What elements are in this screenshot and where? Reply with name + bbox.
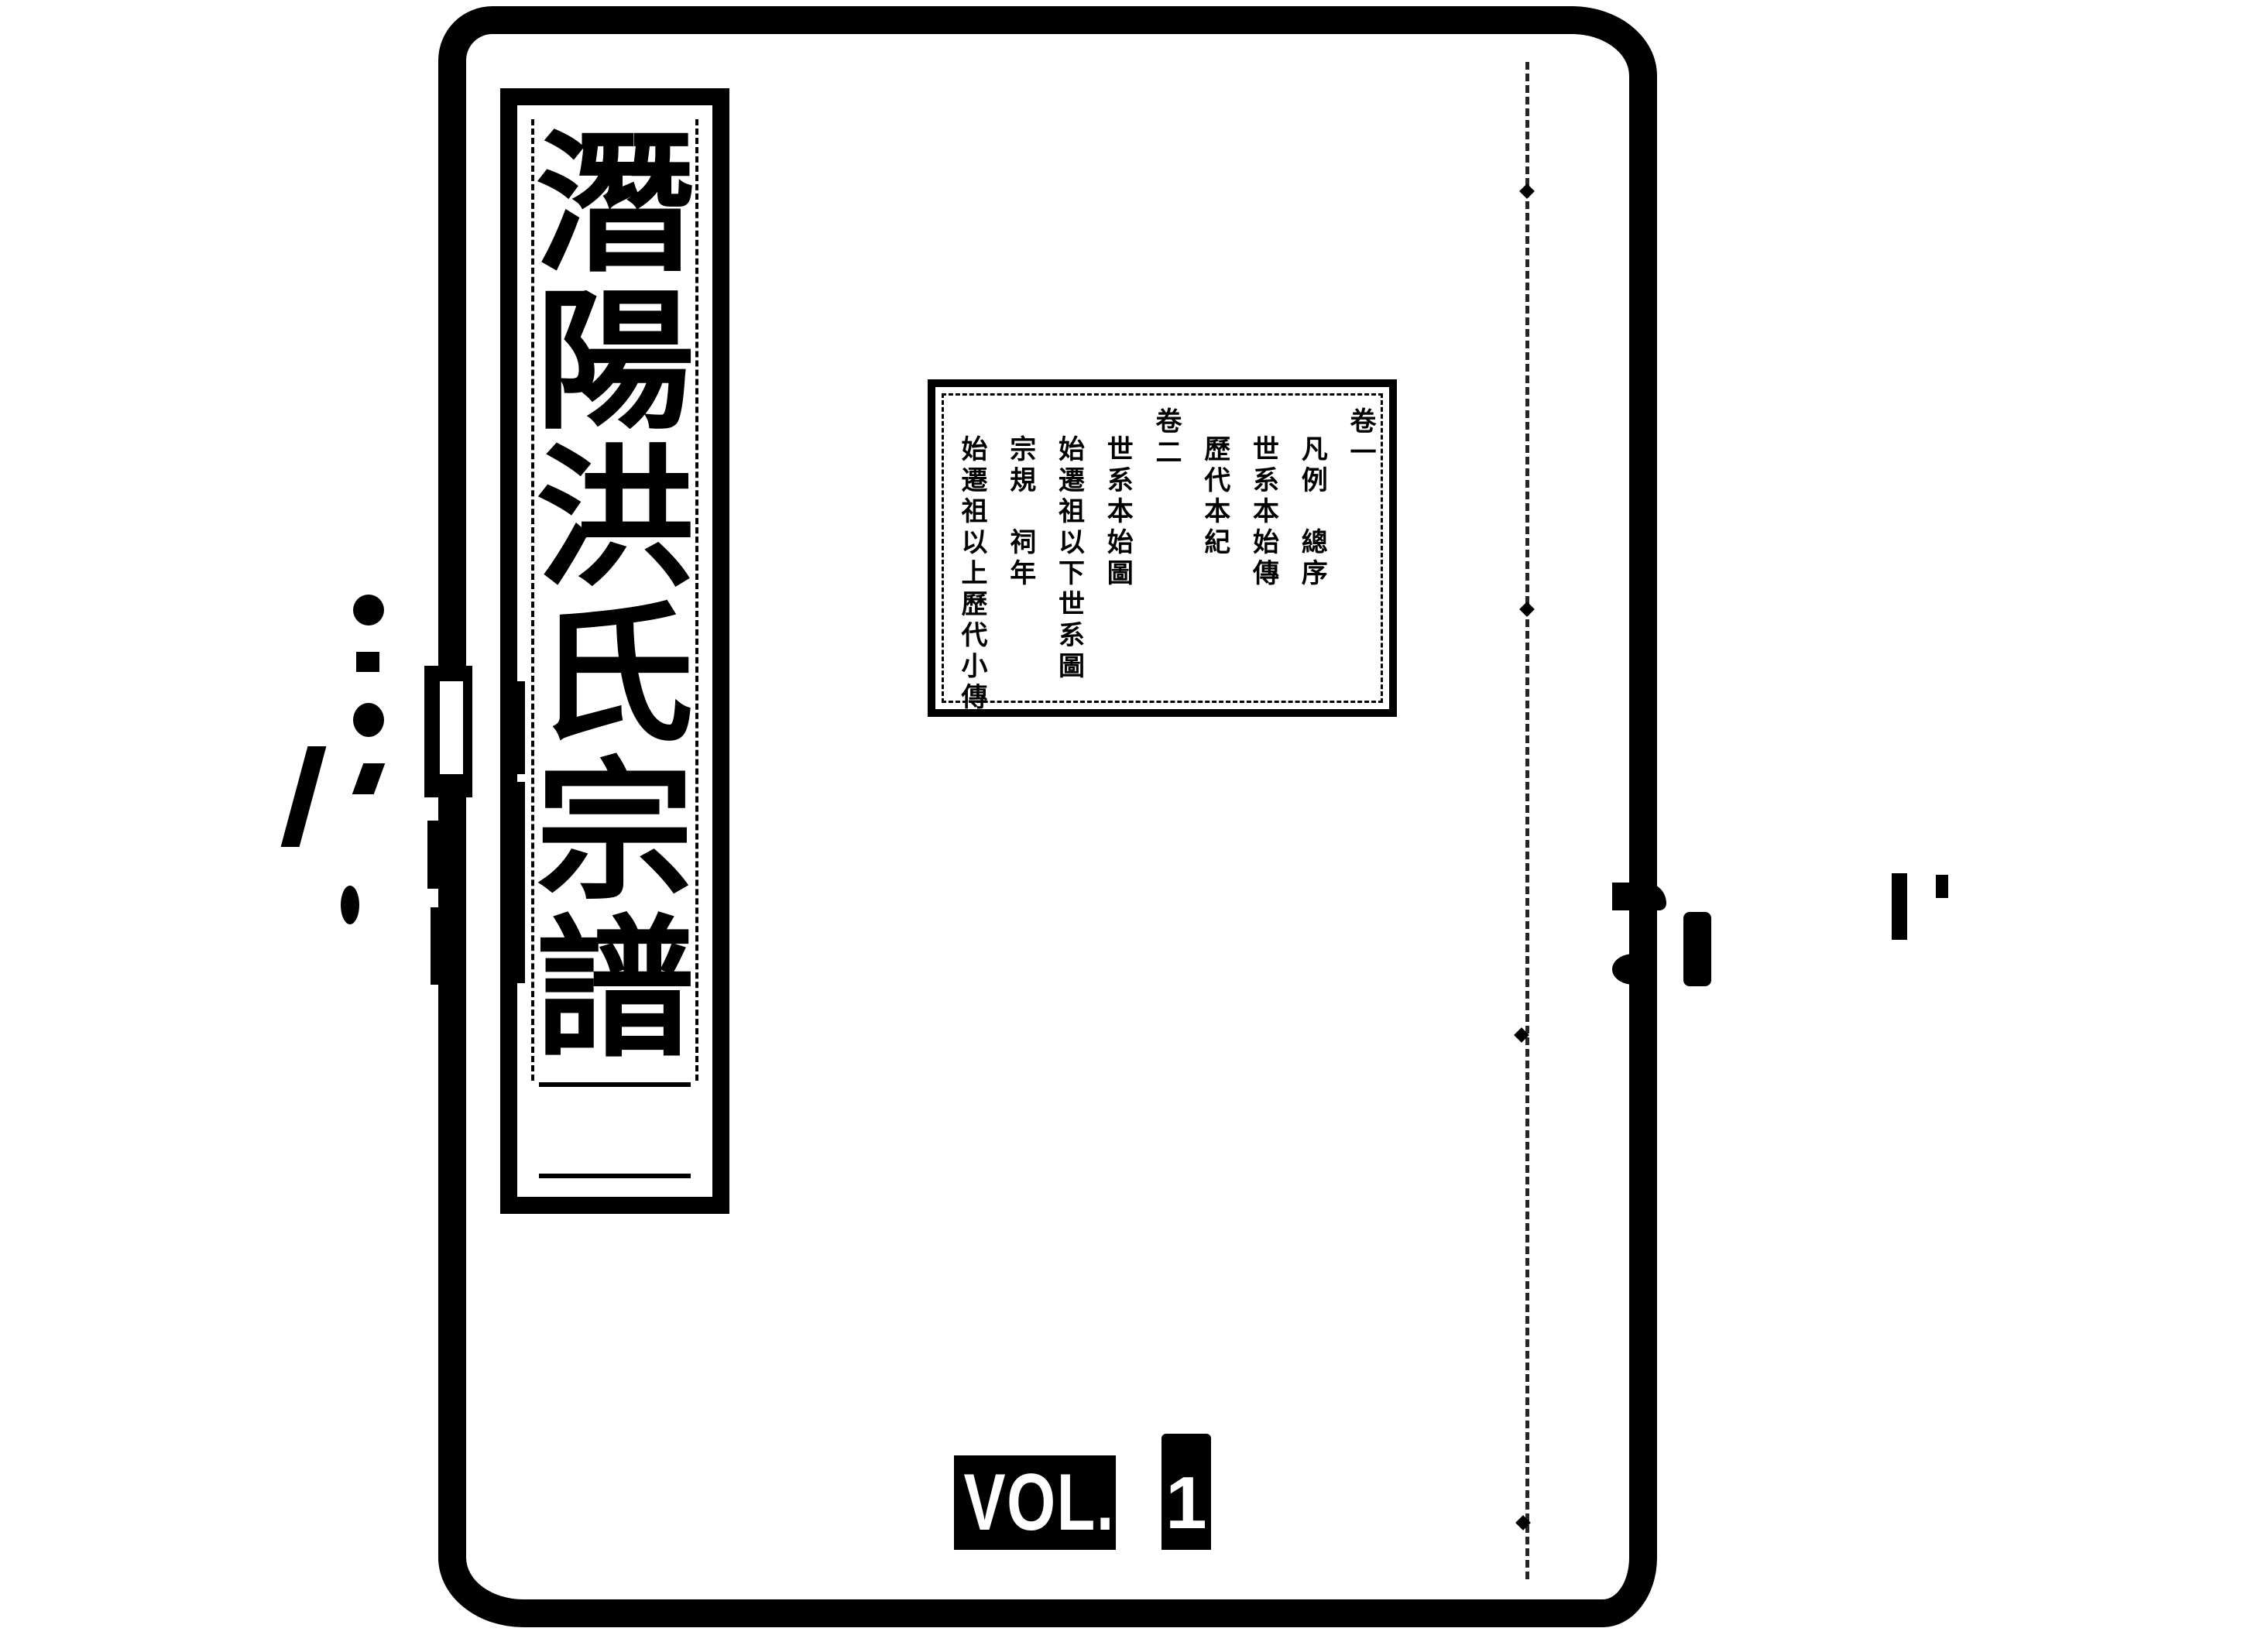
ink-spot <box>353 595 384 626</box>
binding-clasp <box>1612 954 1656 985</box>
binding-strap-gap <box>440 681 463 774</box>
ink-spot <box>353 703 384 737</box>
title-char: 潛 <box>535 115 695 293</box>
toc-entry: 始遷祖以下世系圖 <box>1053 435 1085 683</box>
toc-entry: 始遷祖以上歷代小傳 <box>956 435 987 714</box>
binding-strap <box>431 907 466 985</box>
ink-spot <box>356 652 379 672</box>
toc-entry: 宗規 祠年 <box>1004 435 1036 590</box>
binding-strap <box>503 681 525 774</box>
title-char: 陽 <box>535 272 695 451</box>
toc-volume-heading: 卷一 <box>1345 407 1376 469</box>
seal-script-title: 潛 陽 洪 氏 宗 譜 <box>517 129 712 1065</box>
toc-entry: 凡例 總序 <box>1296 435 1328 590</box>
title-slip: 潛 陽 洪 氏 宗 譜 <box>500 88 729 1214</box>
title-char: 氏 <box>535 586 695 765</box>
ink-spot <box>352 763 386 794</box>
volume-label-number: 1 <box>1161 1434 1211 1550</box>
title-char: 宗 <box>535 743 695 922</box>
toc-entry: 世系本始傳 <box>1247 435 1279 590</box>
title-slip-blank-panel <box>539 1082 691 1178</box>
spine-fold-line <box>1525 62 1529 1579</box>
toc-columns: 卷一 凡例 總序 世系本始傳 歷代本紀 卷二 世系本始圖 始遷祖以下世系圖 宗規… <box>956 407 1376 714</box>
title-slip-inner-border <box>531 119 698 1081</box>
toc-entry: 世系本始圖 <box>1102 435 1134 590</box>
volume-label-prefix: VOL. <box>954 1455 1117 1550</box>
table-of-contents-box: 卷一 凡例 總序 世系本始傳 歷代本紀 卷二 世系本始圖 始遷祖以下世系圖 宗規… <box>928 379 1397 717</box>
binding-strap <box>427 821 466 889</box>
binding-strap <box>503 782 525 983</box>
ink-spot <box>1892 873 1907 940</box>
volume-label: VOL. 1 <box>954 1434 1211 1550</box>
toc-inner-border <box>942 393 1383 703</box>
toc-entry: 歷代本紀 <box>1199 435 1230 559</box>
ink-spot <box>280 746 327 847</box>
ink-spot <box>341 886 359 924</box>
title-char: 洪 <box>535 429 695 608</box>
toc-volume-heading: 卷二 <box>1151 407 1182 469</box>
ink-spot <box>1936 875 1948 898</box>
binding-clasp <box>1612 883 1666 910</box>
title-char: 譜 <box>535 900 695 1078</box>
binding-clasp <box>1683 912 1711 986</box>
